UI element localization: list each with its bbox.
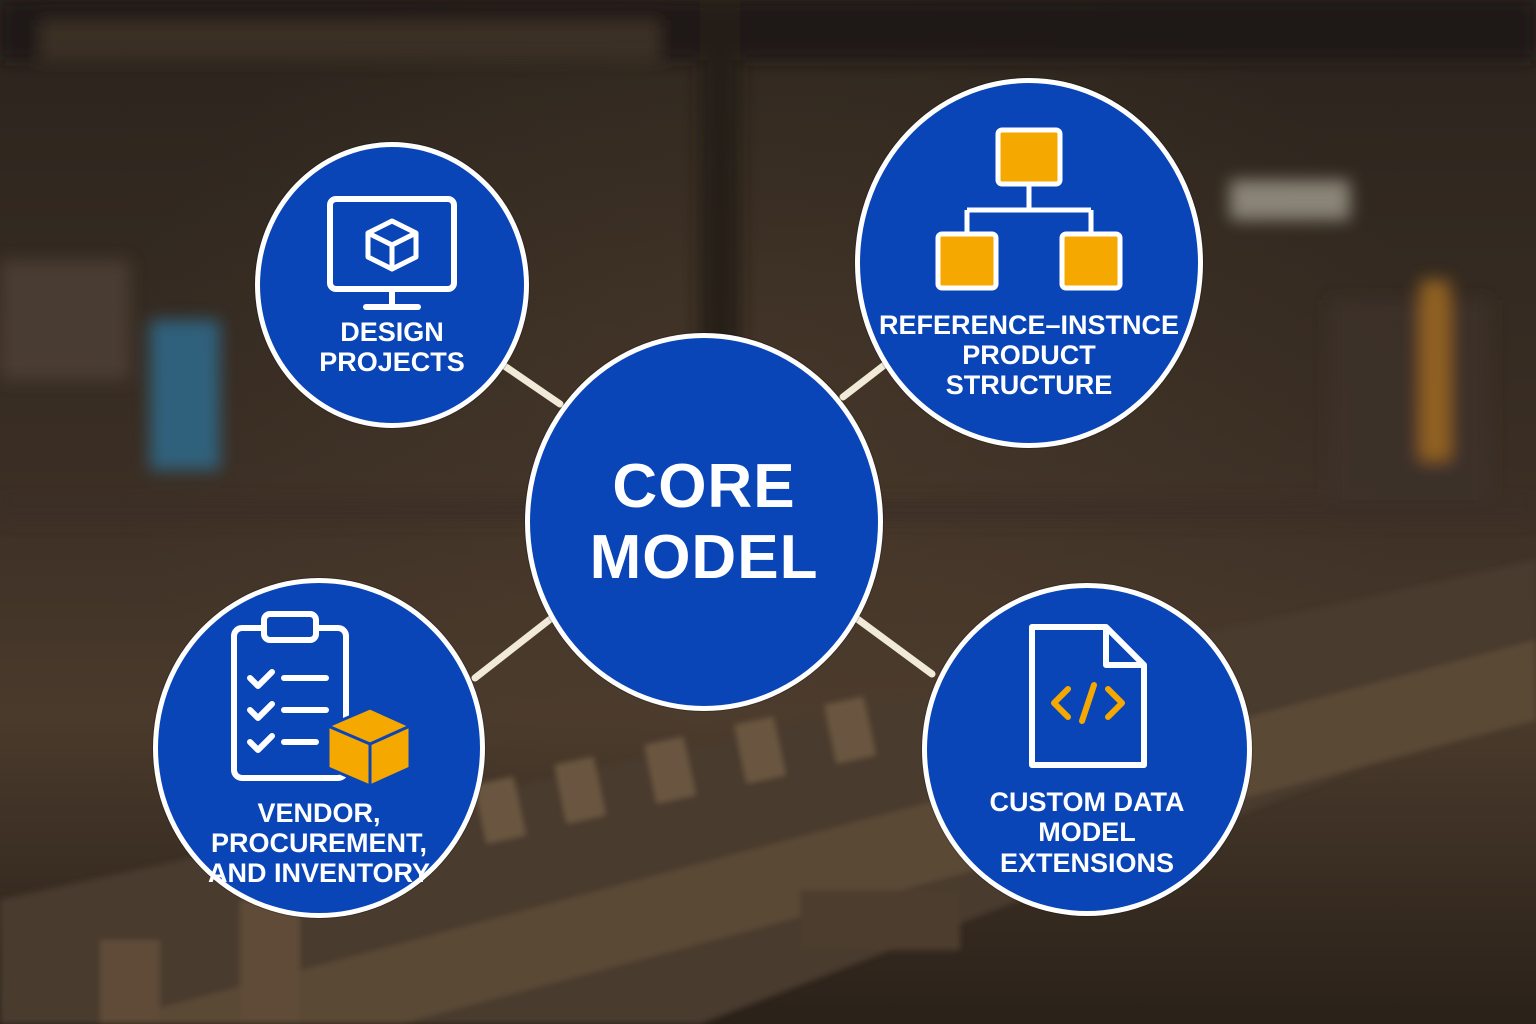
code-file-icon bbox=[1022, 621, 1152, 771]
design-projects-label: DESIGN PROJECTS bbox=[319, 316, 465, 377]
core-model-node: CORE MODEL bbox=[525, 333, 883, 711]
core-model-label: CORE MODEL bbox=[589, 451, 819, 592]
design-projects-node: DESIGN PROJECTS bbox=[255, 142, 529, 428]
reference-instance-node: REFERENCE–INSTNCE PRODUCT STRUCTURE bbox=[855, 78, 1203, 448]
monitor-cube-icon bbox=[322, 193, 462, 313]
reference-instance-label: REFERENCE–INSTNCE PRODUCT STRUCTURE bbox=[878, 309, 1180, 401]
connector-vendor bbox=[471, 613, 557, 682]
custom-data-model-node: CUSTOM DATA MODEL EXTENSIONS bbox=[922, 583, 1252, 916]
hierarchy-icon bbox=[934, 126, 1124, 296]
connector-design bbox=[499, 361, 564, 408]
checklist-box-icon bbox=[224, 608, 414, 788]
connector-custom bbox=[852, 614, 936, 678]
connector-reference bbox=[839, 359, 891, 401]
vendor-procurement-inventory-label: VENDOR, PROCUREMENT, AND INVENTORY bbox=[207, 797, 431, 889]
custom-data-model-label: CUSTOM DATA MODEL EXTENSIONS bbox=[989, 787, 1185, 878]
vendor-procurement-inventory-node: VENDOR, PROCUREMENT, AND INVENTORY bbox=[153, 578, 485, 918]
